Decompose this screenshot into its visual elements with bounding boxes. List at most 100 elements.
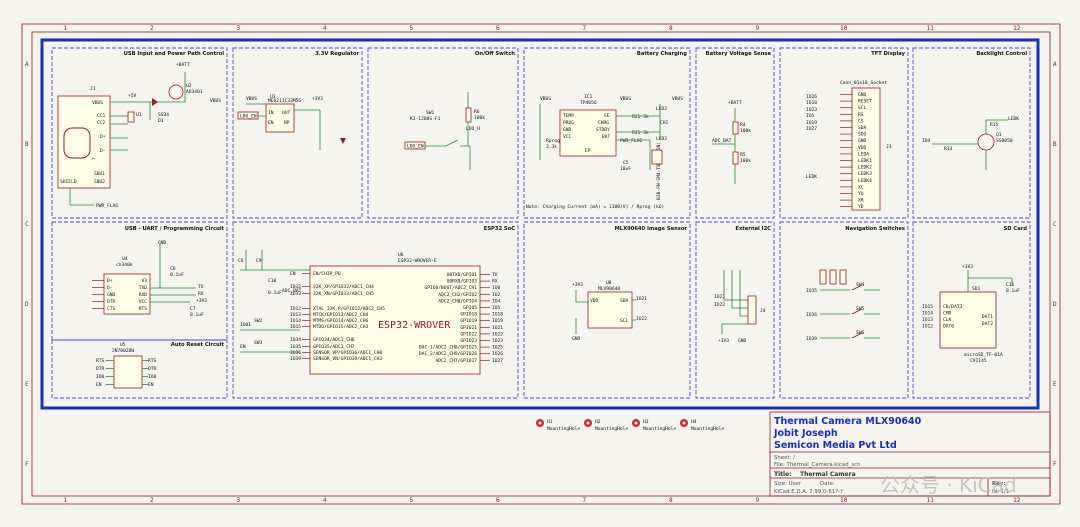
net-vbus-3: VBUS — [672, 96, 683, 102]
u2-part: AO3401 — [186, 89, 203, 95]
u5-net-right: EN — [148, 382, 154, 388]
sd-pin-list: CD/DAT3IO15CMDIO14CLKIO13DAT0IO12DAT1DAT… — [922, 304, 993, 330]
ic1-ce: CE — [604, 113, 610, 119]
row-tick: A — [25, 61, 29, 68]
row-tick: A — [1053, 61, 1057, 68]
mounting-hole-text: MountingHole — [547, 426, 580, 432]
nav-switch-contact-icon — [851, 284, 863, 291]
net-tx: TX — [198, 284, 204, 290]
ldo-en-label: LDO_EN — [407, 144, 424, 150]
net-en: EN — [240, 344, 246, 350]
sd1-part: microSD_TF-01A — [964, 352, 1003, 358]
tb-project: Thermal Camera MLX90640 — [774, 416, 922, 427]
mounting-hole-text: MountingHole — [643, 426, 676, 432]
tft-pin: SDO — [858, 132, 867, 138]
u4-pin-right: RXD — [139, 292, 148, 298]
c9-label: C9 — [256, 258, 262, 264]
u8-label: U8 — [606, 280, 612, 286]
tft-pin: XR — [858, 198, 864, 204]
u6-label: U6 — [398, 252, 404, 258]
c5-label: C5 — [623, 160, 629, 166]
d1-label: D1 — [158, 118, 164, 124]
nav-switch-contact-icon — [851, 308, 863, 315]
u3-in: IN — [268, 110, 274, 116]
sd-pin-left: CMD — [943, 311, 952, 317]
net-vbus: VBUS — [246, 96, 257, 102]
net-3v3: +3V3 — [718, 338, 729, 344]
col-tick: 7 — [582, 25, 586, 32]
net-gnd: GND — [738, 338, 747, 344]
ic1-label: IC1 — [584, 94, 593, 100]
block-usb-power: USB Input and Power Path Control ⟜ J1 VB… — [51, 47, 228, 219]
col-tick: 5 — [409, 25, 413, 32]
u5-net-right: DTR — [148, 366, 157, 372]
row-tick: F — [1053, 461, 1057, 468]
led2-label: LED2 — [656, 106, 667, 112]
net-io01: IO01 — [240, 322, 251, 328]
nav-pullup-3 — [839, 269, 847, 285]
row-tick: F — [25, 461, 29, 468]
u4-ch340k — [103, 273, 151, 315]
net-vbus-2: VBUS — [620, 96, 631, 102]
block-title: ESP32 SoC — [484, 226, 515, 232]
u4-pin-right: V3 — [141, 278, 147, 284]
c10-label: C10 — [268, 278, 277, 284]
esp32-net-right: IO23 — [492, 338, 503, 344]
tft-net: IO27 — [806, 126, 817, 132]
nav-switch-net: IO39 — [806, 336, 817, 342]
u4-pin-left: GND — [107, 292, 116, 298]
block-regulator: 3.3V Regulator U3 ME6211C33M5G IN OUT EN… — [232, 47, 363, 219]
esp32-net-right: IO19 — [492, 318, 503, 324]
block-onoff: On/Off Switch SW1 K3-1280S-F1 R6 100k LD… — [367, 47, 519, 219]
esp32-net-left: IO35 — [290, 344, 301, 350]
net-io4: IO4 — [922, 138, 931, 144]
block-tft: TFT Display Conn_01x18_Socket J3 GNDRESE… — [779, 47, 909, 219]
u4-label: U4 — [122, 256, 128, 262]
j1-label: J1 — [90, 86, 96, 92]
c11-label: C11 — [1006, 282, 1015, 288]
esp32-pin-right: GPIO19 — [460, 318, 477, 324]
u4-part: ch340k — [116, 262, 133, 268]
u5-net-right: RTS — [148, 358, 157, 364]
c7-label: C7 — [190, 306, 196, 312]
ic1-bat: BAT — [602, 134, 611, 140]
esp32-net-left: IO12 — [290, 306, 301, 312]
col-tick: 5 — [409, 497, 413, 504]
sd-net: IO13 — [922, 317, 933, 323]
col-tick: 6 — [496, 497, 500, 504]
tb-author: Jobit Joseph — [773, 428, 838, 439]
tft-pin: GND — [858, 92, 867, 98]
sd-pin-left: DAT0 — [943, 324, 954, 330]
tft-pin: YD — [858, 204, 864, 210]
jst-part: B2B-PH-SM4-TB(LF)(SN) — [656, 142, 662, 200]
mounting-hole-center — [634, 421, 638, 425]
row-tick: E — [25, 381, 29, 388]
u3-out: OUT — [282, 110, 291, 116]
block-title: TFT Display — [871, 51, 905, 57]
sd-pin-right: DAT1 — [982, 314, 993, 320]
block-title: Auto Reset Circuit — [171, 342, 225, 348]
net-3v3: +3V3 — [572, 282, 583, 288]
block-title: USB Input and Power Path Control — [124, 51, 225, 57]
u5-net-left: IO0 — [96, 374, 105, 380]
j1-vbus-pin: VBUS — [92, 100, 103, 106]
esp32-net-right: TX — [492, 272, 498, 278]
u5-net-left: DTR — [96, 366, 105, 372]
block-charging: Battery Charging IC1 TP4056 TEMP PROG GN… — [523, 47, 691, 219]
mounting-holes: H1MountingHoleH2MountingHoleH3MountingHo… — [536, 419, 724, 432]
u8-sda: SDA — [620, 298, 629, 304]
esp32-name: ESP32-WROVER — [378, 320, 451, 331]
lbo-en-label: LBO_EN — [240, 114, 257, 120]
mounting-hole-text: MountingHole — [595, 426, 628, 432]
esp32-pin-left: GPIO34/ADC1_CH6 — [313, 337, 355, 343]
u4-pin-left: D- — [107, 285, 113, 291]
esp32-pin-right: U0RXD/GPIO3 — [447, 279, 478, 285]
tft-pin: XL — [858, 184, 864, 190]
col-tick: 3 — [236, 25, 240, 32]
tft-pin: YU — [858, 191, 864, 197]
